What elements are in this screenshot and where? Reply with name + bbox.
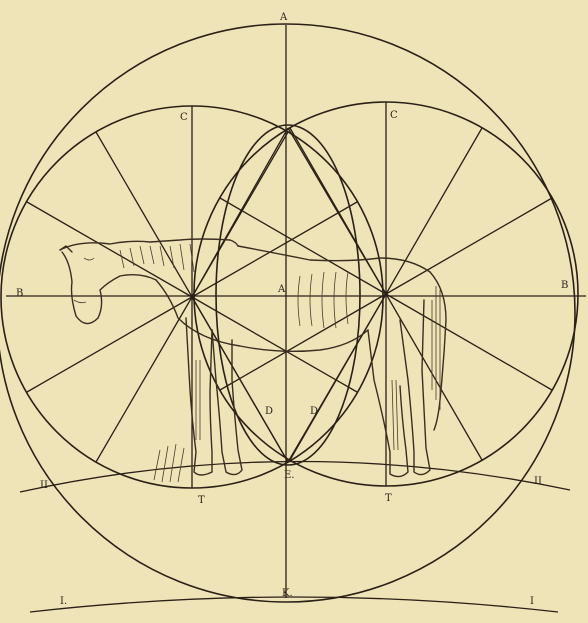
label-i-right: I (530, 596, 534, 607)
label-d-right: D (310, 406, 318, 417)
label-ii-left: II (40, 480, 48, 491)
label-d-left: D (265, 406, 273, 417)
horse-illustration (60, 239, 446, 482)
label-a-top: A (279, 12, 288, 23)
lens-ellipse (216, 125, 360, 465)
lens-diagonals (192, 128, 386, 462)
label-e: E. (284, 470, 294, 481)
label-k: K. (282, 588, 293, 599)
outer-circle (0, 24, 575, 602)
label-b-right: B (561, 280, 568, 291)
label-b-left: B (16, 288, 23, 299)
label-a-center: A (277, 284, 286, 295)
label-c-left: C (180, 112, 188, 123)
label-i-left: I. (60, 596, 67, 607)
label-ii-right: II (534, 476, 542, 487)
label-t-left: T (198, 495, 205, 506)
ground-arc-i (30, 597, 558, 612)
label-c-right: C (390, 110, 398, 121)
label-t-right: T (385, 493, 392, 504)
